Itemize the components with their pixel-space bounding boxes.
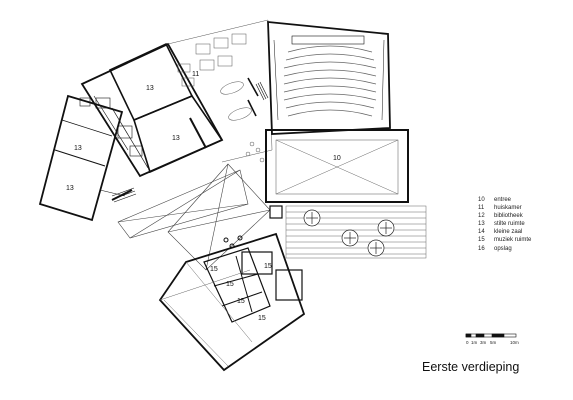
floor-title: Eerste verdieping — [422, 360, 520, 374]
legend-label: opslag — [494, 245, 512, 252]
room-label-13-left-lower: 13 — [66, 185, 74, 192]
legend-row: 12 bibliotheek — [478, 212, 531, 220]
legend-label: muziek ruimte — [494, 237, 532, 244]
scale-labels: 0 1m 3m 5m 10m — [466, 338, 519, 346]
legend-number: 16 — [478, 245, 485, 252]
legend-row: 13 stilte ruimte — [478, 220, 531, 228]
void-left — [117, 169, 249, 239]
legend-number: 10 — [478, 197, 485, 203]
room-label-13-left-upper: 13 — [74, 145, 82, 152]
room-label-11: 11 — [192, 71, 199, 78]
legend-row: 14 kleine zaal — [478, 228, 531, 236]
scale-bar: 0 1m 3m 5m 10m — [466, 330, 519, 345]
scale-bar-graphic — [465, 333, 517, 338]
legend-label: huiskamer — [494, 205, 522, 212]
legend-label: entree — [494, 197, 512, 203]
room-label-15-e: 15 — [258, 315, 266, 322]
room-label-15-c: 15 — [226, 281, 234, 288]
legend-label: kleine zaal — [494, 229, 523, 236]
upper-left-wing — [80, 42, 224, 201]
auditorium — [267, 21, 391, 135]
entrance-hall — [265, 129, 409, 203]
room-label-15-d: 15 — [237, 298, 245, 305]
music-block — [158, 232, 306, 372]
scale-tick-0: 0 — [466, 340, 469, 345]
scale-tick-3m: 3m — [480, 340, 487, 345]
stairs — [111, 81, 269, 203]
left-wing — [38, 94, 126, 222]
room-label-10: 10 — [333, 155, 341, 162]
room-label-15-a: 15 — [210, 266, 218, 273]
legend-number: 11 — [478, 205, 485, 212]
room-label-13-middle: 13 — [172, 135, 180, 142]
legend-label: bibliotheek — [494, 213, 523, 220]
legend-label: stilte ruimte — [494, 221, 525, 228]
legend-row: 15 muziek ruimte — [478, 236, 531, 244]
void-centre — [167, 163, 271, 271]
room-label-15-b: 15 — [264, 263, 272, 270]
room-label-13-top: 13 — [146, 85, 154, 92]
scale-tick-1m: 1m — [471, 340, 478, 345]
legend-row: 10 entree — [478, 196, 531, 204]
legend-number: 15 — [478, 237, 485, 244]
legend-number: 14 — [478, 229, 485, 236]
scale-tick-5m: 5m — [490, 340, 497, 345]
legend-row: 11 huiskamer — [478, 204, 531, 212]
legend-number: 13 — [478, 221, 485, 228]
scale-tick-10m: 10m — [510, 340, 519, 345]
legend-number: 12 — [478, 213, 485, 220]
trees — [303, 209, 395, 257]
legend-row: 16 opslag — [478, 245, 531, 253]
legend: 10 entree 11 huiskamer 12 bibliotheek 13 sti… — [478, 196, 531, 253]
